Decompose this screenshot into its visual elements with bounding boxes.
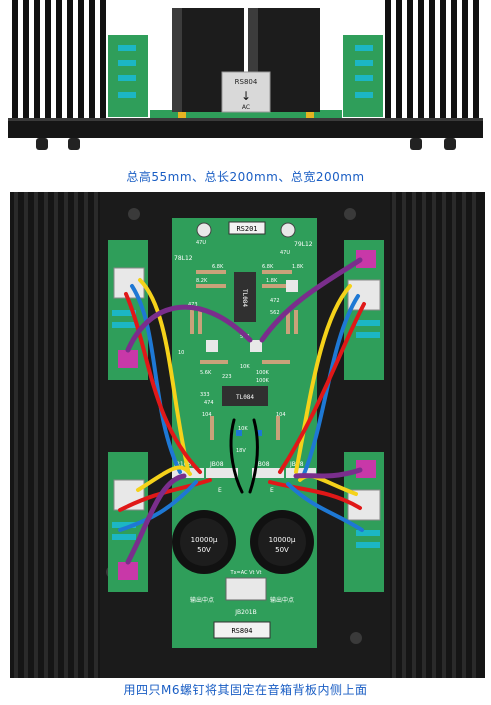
top-view: RS201 78L12 79L12 TL084 TL084 47U 47U [10,192,485,678]
svg-text:100K: 100K [256,378,270,384]
bridge-rectifier: RS804 ↓ AC [221,71,271,113]
svg-text:10000μ: 10000μ [269,536,296,544]
svg-text:JB108: JB108 [173,461,192,468]
svg-text:E: E [218,487,222,494]
bridge-bottom: RS804 [213,621,271,639]
svg-text:473: 473 [188,302,198,308]
svg-text:Tx=AC Vt Vt: Tx=AC Vt Vt [230,570,262,576]
output-left-label: 输出中点 [190,596,214,604]
right-fin-lines [392,192,476,678]
svg-text:TL084: TL084 [241,289,248,307]
svg-text:TL084: TL084 [236,394,254,401]
svg-text:RS804: RS804 [231,627,252,635]
svg-text:100K: 100K [256,370,270,376]
capacitor-right: 10000μ 50V [250,510,314,574]
svg-text:47U: 47U [280,250,290,256]
component-labels: 47U 47U 6.8K 6.8K 8.2K 1.8K 1.8K 562 562… [178,240,304,454]
mounting-caption: 用四只M6螺钉将其固定在音箱背板内侧上面 [123,683,368,697]
left-heatsink-fins [12,0,106,118]
svg-text:50V: 50V [197,546,211,554]
filter-capacitors [172,8,320,112]
svg-text:6.8K: 6.8K [262,264,274,270]
output-right-label: 输出中点 [270,596,294,604]
svg-text:1.8K: 1.8K [266,278,278,284]
mounting-feet [36,138,456,150]
svg-text:10K: 10K [240,364,250,370]
capacitor-left: 10000μ 50V [172,510,236,574]
svg-text:JB08: JB08 [255,461,270,468]
base-plate [8,118,483,138]
dimensions-caption: 总高55mm、总长200mm、总宽200mm [126,170,365,184]
svg-text:E: E [270,487,274,494]
left-fin-lines [14,192,98,678]
ac-terminal: Tx=AC Vt Vt [225,570,267,601]
svg-text:5.6K: 5.6K [200,370,212,376]
svg-text:10K: 10K [238,426,248,432]
svg-text:10: 10 [178,350,184,356]
svg-text:8.2K: 8.2K [196,278,208,284]
svg-text:10000μ: 10000μ [191,536,218,544]
svg-text:47U: 47U [196,240,206,246]
svg-text:JB08: JB08 [209,461,224,468]
opamp-bottom: TL084 [222,386,268,406]
svg-text:↓: ↓ [241,89,251,103]
svg-text:104: 104 [276,412,286,418]
svg-text:6.8K: 6.8K [212,264,224,270]
svg-text:18V: 18V [236,448,246,454]
svg-text:472: 472 [270,298,280,304]
opamp-top: TL084 [234,272,256,322]
main-board-edge [150,110,342,118]
right-heatsink-fins [385,0,479,118]
svg-text:1.8K: 1.8K [292,264,304,270]
reg-right-label: 79L12 [294,241,313,248]
bridge-sub-label: AC [242,104,250,111]
svg-text:104: 104 [202,412,212,418]
wiring [118,257,366,565]
svg-text:474: 474 [204,400,214,406]
svg-text:50V: 50V [275,546,289,554]
board-title: RS201 [236,225,257,233]
svg-text:333: 333 [200,392,210,398]
small-components [190,270,298,440]
reg-left-label: 78L12 [174,255,193,262]
bridge-label: RS804 [235,78,258,86]
side-view: RS804 ↓ AC [8,0,483,150]
svg-text:562: 562 [270,310,280,316]
jb-bottom-label: JB201B [234,609,256,616]
svg-text:223: 223 [222,374,232,380]
